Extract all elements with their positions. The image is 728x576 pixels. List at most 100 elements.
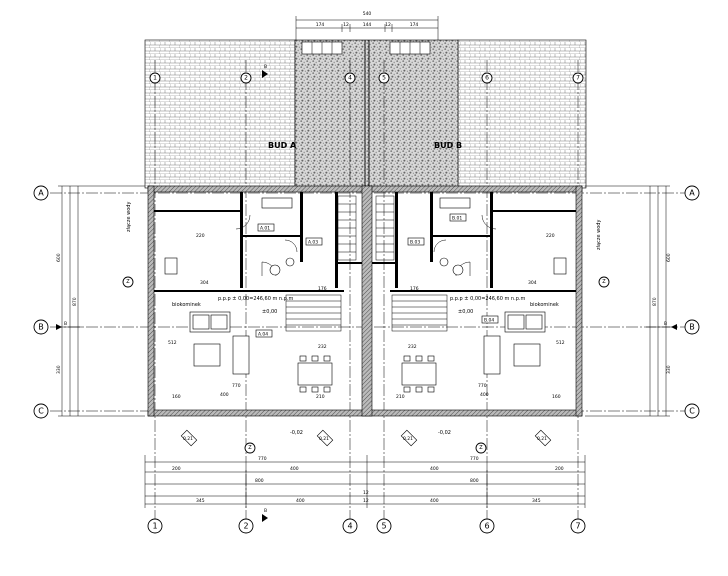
room-number-7: 176 (318, 286, 327, 292)
appliance-a (164, 257, 178, 275)
interior-dim-7: 210 (316, 394, 325, 400)
room-tag-a03: A.03 (308, 240, 318, 246)
bottom-dim-r4-4: 400 (430, 498, 439, 504)
axis-a-left: A (38, 189, 44, 198)
staircase-b (375, 195, 448, 332)
water-meter-right: złącze wody (596, 220, 602, 250)
interior-dim-10: 160 (552, 394, 561, 400)
building-a-label: BUD A (268, 141, 297, 150)
room-number-3: 304 (200, 280, 209, 286)
level-b: p.p.p ± 0,00=246,60 m n.p.m (450, 296, 525, 302)
room-number-4: 304 (528, 280, 537, 286)
terrace-tag-right-2: 0.21 (537, 436, 547, 442)
level-minus-left: -0,02 (290, 430, 303, 436)
dining-table-a (297, 362, 333, 386)
axis-7-top: 7 (576, 75, 580, 82)
terrace-tag-right-1: 0.21 (403, 436, 413, 442)
plan-labels: BUD A BUD B p.p.p ± 0,00=246,60 m n.p.m … (126, 141, 602, 436)
bottom-dim-r4-3: 12 (363, 498, 369, 504)
axis-1: 1 (152, 522, 157, 531)
bottom-dim-r4-1: 345 (196, 498, 205, 504)
side-dim-right-2: 330 (666, 365, 672, 374)
axis-6-top: 6 (485, 75, 489, 82)
axis-c-left: C (38, 407, 44, 416)
window-markers: Z Z Z Z (122, 276, 610, 454)
axis-2-top: 2 (244, 75, 248, 82)
bottom-dim-r4-2: 400 (296, 498, 305, 504)
axis-a-right: A (689, 189, 695, 198)
room-tag-b01: B.01 (452, 216, 462, 222)
interior-dim-9: 160 (172, 394, 181, 400)
level-minus-right: -0,02 (438, 430, 451, 436)
level-zero-left: ±0,00 (262, 309, 277, 315)
bottom-dim-r3-left: 800 (255, 478, 264, 484)
axis-4-top: 4 (348, 75, 352, 82)
room-tag-a01: A.01 (260, 226, 270, 232)
coffee-table-a (193, 343, 221, 367)
room-tag-b03: B.03 (410, 240, 420, 246)
top-dimensions: 540 174 12 144 12 174 (295, 11, 439, 40)
level-zero-right: ±0,00 (458, 309, 473, 315)
bottom-dim-r1-left: 770 (258, 456, 267, 462)
fireplace-right: biokominek (530, 302, 559, 308)
room-number-8: 176 (410, 286, 419, 292)
furniture-unit-a (164, 197, 333, 393)
axis-2: 2 (243, 522, 248, 531)
level-a: p.p.p ± 0,00=246,60 m n.p.m (218, 296, 293, 302)
side-dim-left-1: 600 (56, 253, 62, 262)
axis-b-left: B (38, 323, 44, 332)
coffee-table-b (513, 343, 541, 367)
terrace-tag-left-2: 0.21 (319, 436, 329, 442)
room-number-6: 512 (556, 340, 565, 346)
axis-7: 7 (575, 522, 580, 531)
axis-5: 5 (381, 522, 386, 531)
dim-top-5: 174 (410, 22, 419, 28)
dim-top-4: 12 (385, 22, 391, 28)
window-marker-3: Z (126, 279, 130, 285)
bottom-dim-r1-right: 770 (470, 456, 479, 462)
interior-dim-3: 400 (220, 392, 229, 398)
room-number-1: 220 (196, 233, 205, 239)
bath-b (439, 197, 471, 209)
building-b-label: BUD B (434, 141, 462, 150)
window-marker-2: Z (479, 445, 483, 451)
axis-6: 6 (484, 522, 489, 531)
fixture-b (452, 264, 464, 276)
bottom-dim-r2-3: 400 (430, 466, 439, 472)
bath-a (261, 197, 293, 209)
interior-dim-1: 770 (232, 383, 241, 389)
interior-walls (154, 192, 576, 292)
bottom-dim-center: 12 (363, 490, 369, 496)
bottom-dim-r2-2: 400 (290, 466, 299, 472)
dim-top-2: 12 (343, 22, 349, 28)
axis-b-right: B (689, 323, 695, 332)
column-axis-bubbles: 1 2 4 5 6 7 (147, 518, 586, 534)
dim-top-3: 144 (363, 22, 372, 28)
staircase-a (285, 195, 357, 332)
furniture-unit-b (401, 197, 567, 393)
side-dim-left-2: 330 (56, 365, 62, 374)
dining-table-b (401, 362, 437, 386)
column-axis-bubbles-top: 1 2 4 5 6 7 (149, 72, 584, 84)
side-dim-left-3: 870 (72, 297, 78, 306)
fixture-a (269, 264, 281, 276)
elevation-tags: 0.21 0.21 0.21 0.21 (180, 429, 552, 447)
terrace-tag-left-1: 0.21 (183, 436, 193, 442)
room-number-2: 220 (546, 233, 555, 239)
section-label-4: B (664, 321, 667, 327)
interior-dim-2: 770 (478, 383, 487, 389)
room-tag-b04: B.04 (484, 318, 494, 324)
water-meter-left: złącze wody (126, 202, 132, 232)
fireplace-left: biokominek (172, 302, 201, 308)
axis-1-top: 1 (153, 75, 157, 82)
window-marker-1: Z (248, 445, 252, 451)
exterior-walls (147, 185, 583, 417)
roof-area (144, 39, 587, 189)
bottom-dim-r4-5: 345 (532, 498, 541, 504)
room-number-5: 512 (168, 340, 177, 346)
dim-top-total: 540 (363, 11, 372, 17)
bottom-dimensions: 770 770 200 400 400 200 800 800 12 345 4… (144, 455, 586, 508)
section-label-1: B (264, 64, 267, 70)
interior-dim-4: 400 (480, 392, 489, 398)
